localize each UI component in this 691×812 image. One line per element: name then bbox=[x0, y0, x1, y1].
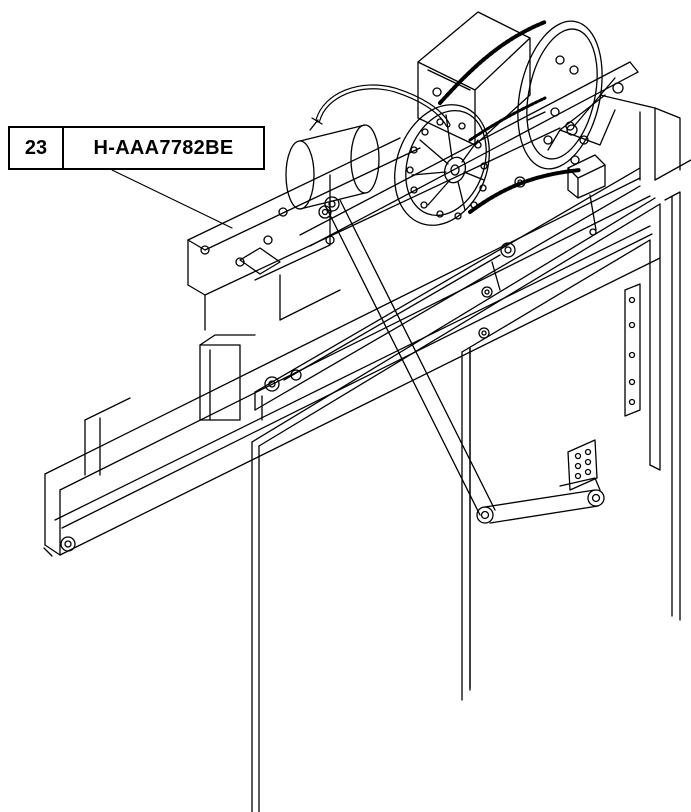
door-panels bbox=[251, 191, 681, 812]
control-box bbox=[417, 11, 531, 146]
door-bracket bbox=[567, 439, 598, 491]
mounting-plate bbox=[187, 127, 561, 331]
operator-arm bbox=[299, 61, 639, 247]
callout-part-code: H-AAA7782BE bbox=[93, 136, 234, 159]
hanger-track bbox=[254, 167, 641, 421]
driven-pulley bbox=[517, 20, 603, 170]
drive-chain bbox=[438, 20, 582, 214]
cable-conduit bbox=[309, 84, 451, 131]
motor bbox=[254, 124, 380, 321]
door-link bbox=[484, 477, 605, 524]
header-rail bbox=[43, 177, 661, 557]
part-callout-label: 23 H-AAA7782BE bbox=[8, 126, 265, 170]
callout-leader-line bbox=[111, 169, 233, 229]
limit-switch bbox=[567, 154, 606, 236]
drive-pulley bbox=[394, 104, 490, 226]
left-bracket bbox=[84, 334, 256, 476]
right-frame bbox=[599, 94, 691, 181]
connecting-rod bbox=[324, 196, 496, 524]
callout-number: 23 bbox=[10, 128, 64, 168]
slotted-strip bbox=[624, 283, 641, 417]
track-bolts bbox=[478, 286, 493, 339]
